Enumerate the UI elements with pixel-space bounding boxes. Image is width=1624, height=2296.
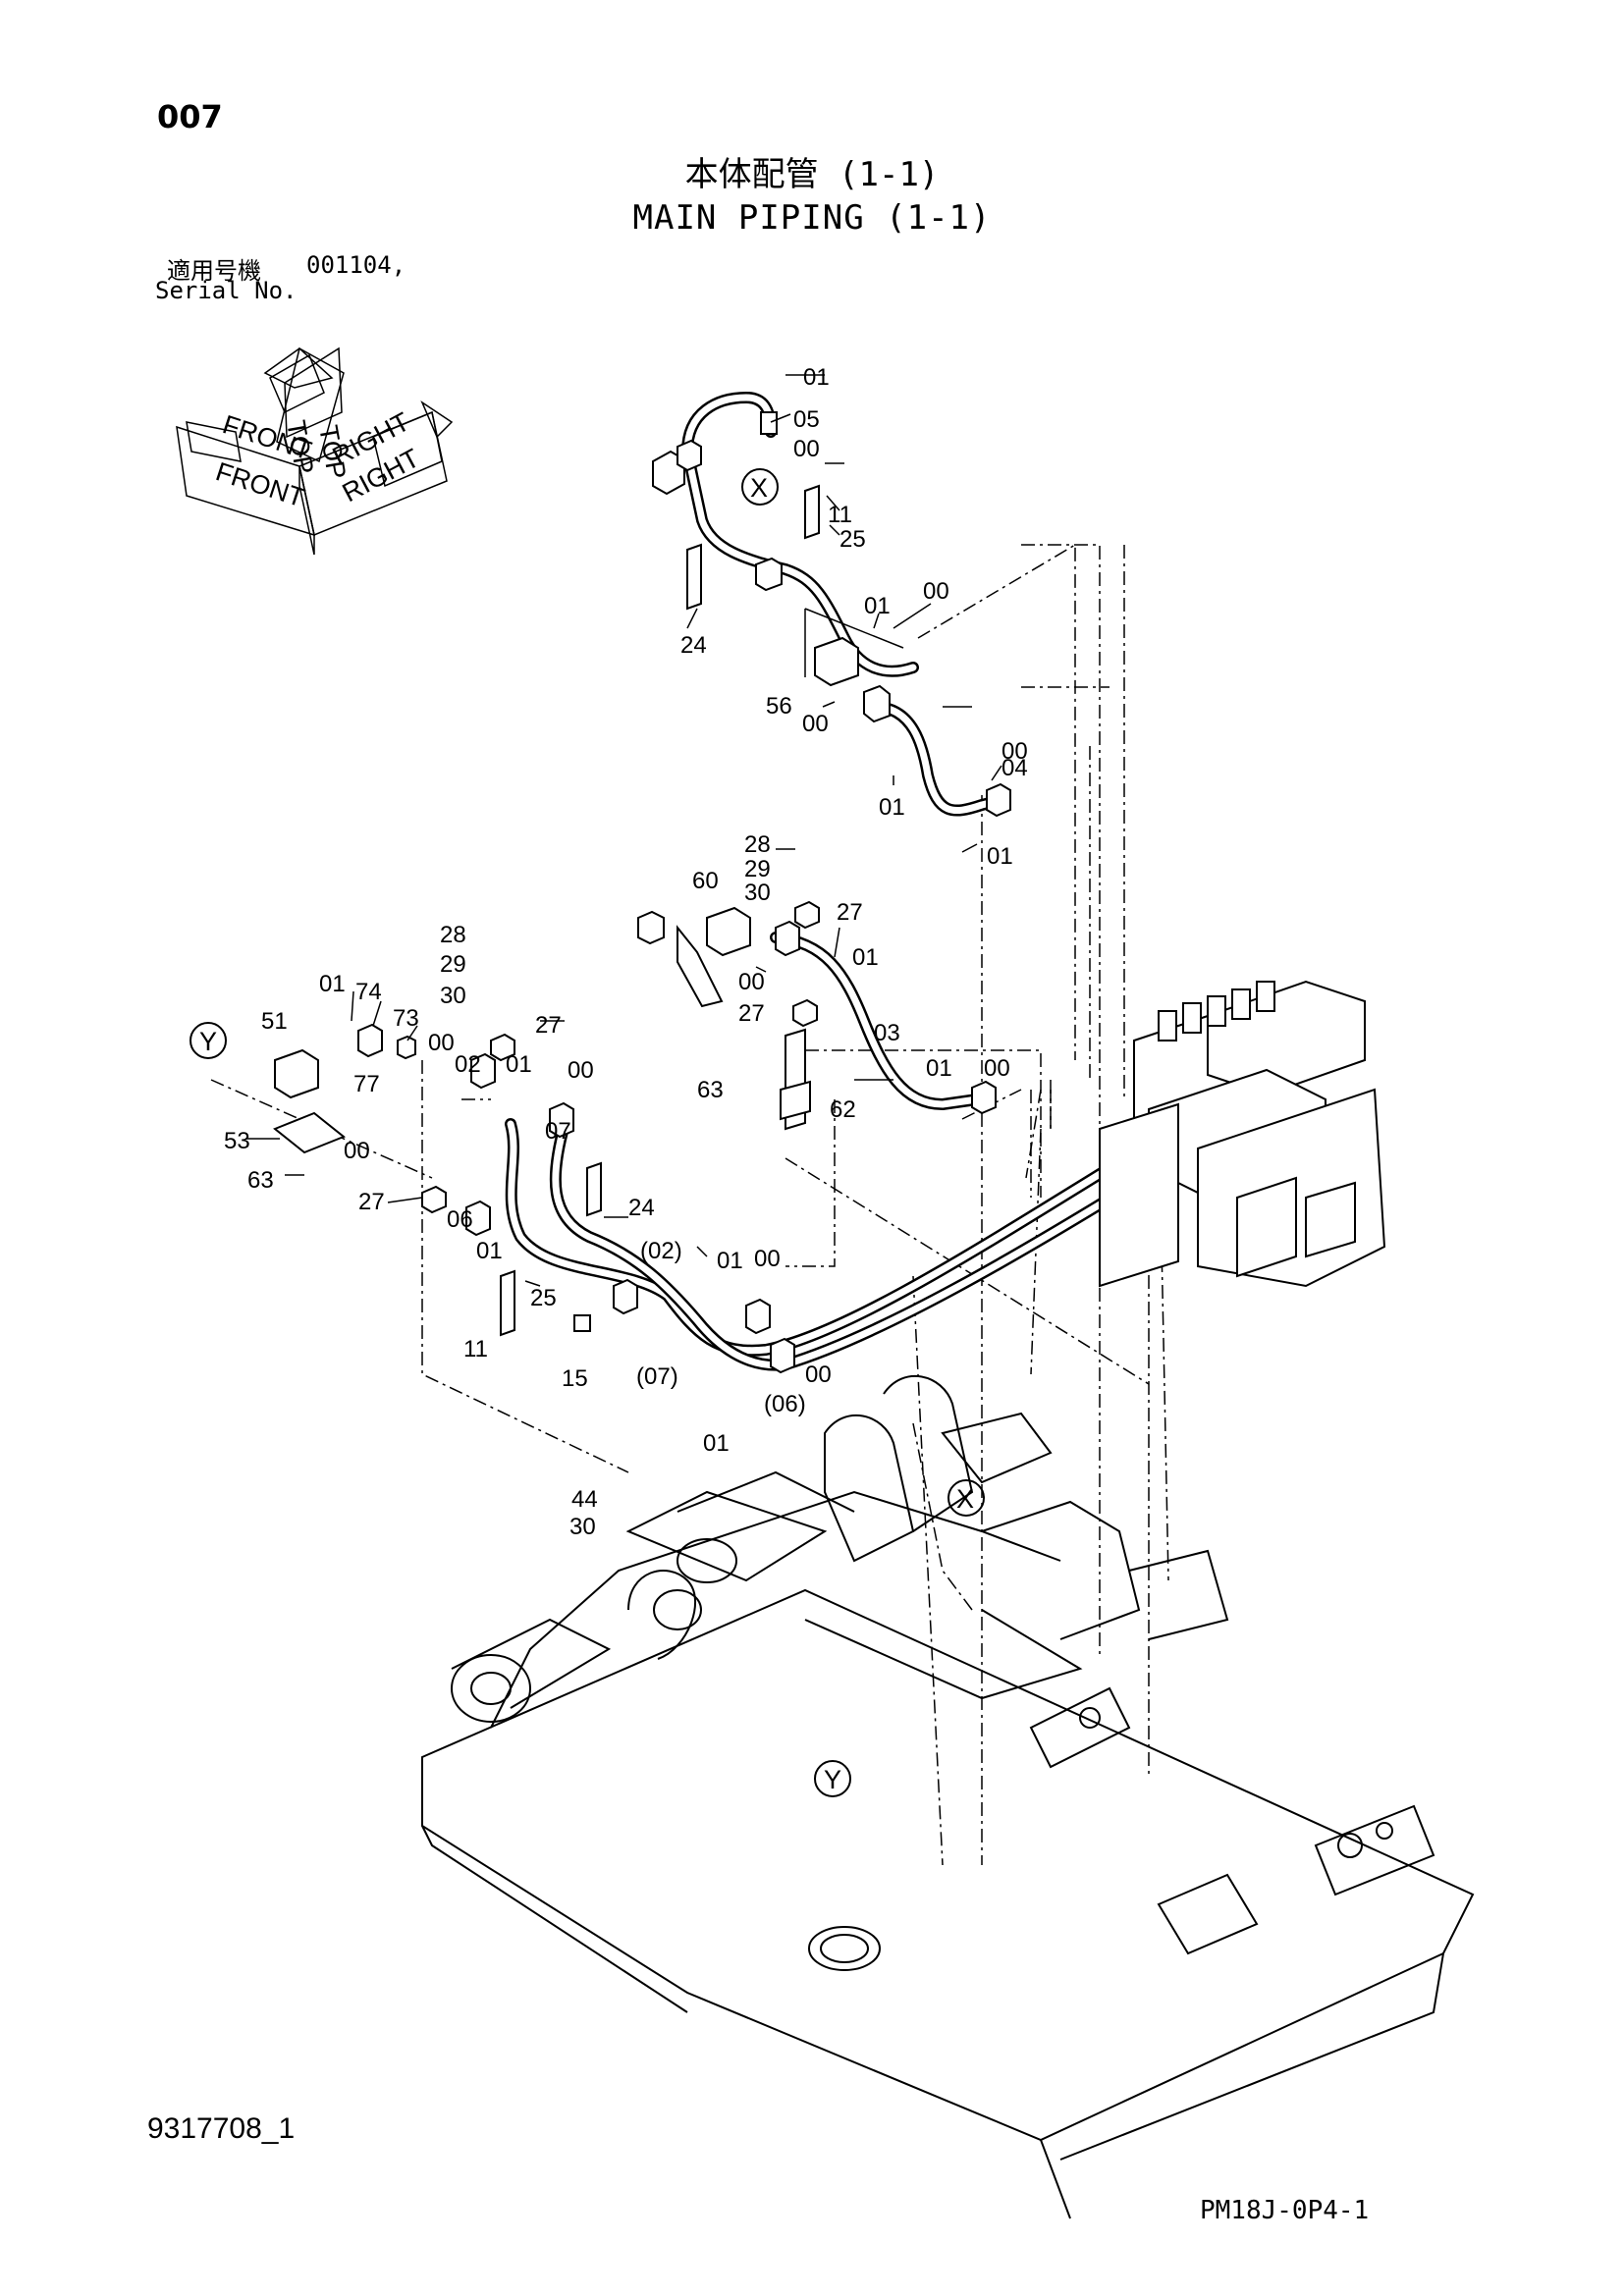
callout-label: 27	[738, 1000, 765, 1027]
callout-label: 01	[506, 1051, 532, 1078]
callout-label: 03	[874, 1020, 900, 1046]
reference-markers: X Y X Y	[189, 468, 985, 1797]
marker-x-upper: X	[750, 473, 768, 503]
page-code: PM18J-0P4-1	[1200, 2196, 1370, 2225]
marker-y-frame: Y	[824, 1765, 841, 1794]
callout-label: 25	[839, 526, 866, 553]
serial-label-japanese: 適用号機	[167, 257, 261, 285]
callout-label: 01	[864, 593, 891, 619]
callout-label: 00	[568, 1057, 594, 1084]
callout-label: 29	[440, 951, 466, 978]
callout-label: 00	[754, 1246, 781, 1272]
callout-label: 01	[319, 971, 346, 997]
control-valve	[1099, 980, 1386, 1288]
callout-label: 27	[358, 1189, 385, 1215]
callout-label: 00	[793, 436, 820, 462]
callout-label: 01	[926, 1055, 952, 1082]
upper-frame	[421, 1375, 1475, 2219]
callout-label: 00	[802, 711, 829, 737]
callout-label: 51	[261, 1008, 288, 1035]
callout-label: 01	[717, 1248, 743, 1274]
callout-label: 11	[828, 502, 852, 528]
callout-label: 02	[455, 1051, 481, 1078]
callout-label: 01	[987, 843, 1013, 870]
callout-label: 01	[852, 944, 879, 971]
callout-label: (07)	[636, 1363, 678, 1390]
callout-label: 74	[355, 979, 382, 1005]
callout-label: 01	[476, 1238, 503, 1264]
page-number: 007	[157, 98, 223, 135]
callout-labels: 01 05 00 11 25 01 00 24 56 00 04 00 01 0…	[224, 364, 1028, 1540]
callout-label: (02)	[640, 1238, 682, 1264]
callout-label: 30	[569, 1514, 596, 1540]
callout-label: 06	[447, 1206, 473, 1233]
callout-label: 25	[530, 1285, 557, 1311]
title-japanese: 本体配管 (1-1)	[684, 155, 940, 194]
callout-label: 63	[697, 1077, 724, 1103]
callout-label: 44	[571, 1486, 598, 1513]
callout-label: 29	[744, 856, 771, 882]
callout-label: 30	[744, 880, 771, 906]
marker-x-frame: X	[956, 1484, 974, 1514]
callout-label: 00	[428, 1030, 455, 1056]
callout-label: 00	[1001, 738, 1028, 765]
callout-label: 11	[463, 1336, 488, 1362]
callout-label: (06)	[764, 1391, 806, 1417]
middle-pipe-assembly	[637, 900, 997, 1131]
callout-label: 63	[247, 1167, 274, 1194]
title-english: MAIN PIPING (1-1)	[632, 198, 992, 238]
callout-label: 56	[766, 693, 792, 720]
callout-label: 00	[984, 1055, 1010, 1082]
marker-y-left: Y	[199, 1027, 217, 1056]
callout-label: 28	[440, 922, 466, 948]
orientation-indicator: FRONT FRONT RIGHT RIGHT TOP TOP	[176, 347, 454, 556]
callout-label: 24	[628, 1195, 655, 1221]
callout-label: 01	[703, 1430, 730, 1457]
callout-label: 62	[830, 1096, 856, 1123]
callout-label: 07	[545, 1118, 571, 1145]
top-label-left: TOP	[281, 418, 319, 476]
serial-label-english: Serial No.	[155, 277, 298, 304]
callout-label: 01	[879, 794, 905, 821]
callout-leaders	[245, 374, 1002, 1287]
callout-label: 27	[535, 1012, 562, 1039]
callout-label: 60	[692, 868, 719, 894]
document-number: 9317708_1	[147, 2112, 296, 2145]
callout-label: 30	[440, 983, 466, 1009]
serial-value: 001104,	[306, 251, 406, 279]
callout-label: 04	[1001, 755, 1028, 781]
callout-label: 28	[744, 831, 771, 858]
callout-label: 53	[224, 1128, 250, 1154]
callout-label: 73	[393, 1005, 419, 1032]
callout-label: 00	[738, 969, 765, 995]
callout-label: 00	[344, 1138, 370, 1164]
callout-label: 15	[562, 1365, 588, 1392]
callout-label: 77	[353, 1071, 380, 1097]
top-label: TOP	[313, 423, 352, 481]
callout-label: 24	[680, 632, 707, 659]
callout-label: 01	[803, 364, 830, 391]
callout-label: 00	[805, 1362, 832, 1388]
callout-label: 00	[923, 578, 949, 605]
left-pipe-assembly	[273, 1023, 1125, 1374]
upper-pipe-assembly	[652, 392, 1011, 818]
callout-label: 27	[837, 899, 863, 926]
callout-label: 05	[793, 406, 820, 433]
